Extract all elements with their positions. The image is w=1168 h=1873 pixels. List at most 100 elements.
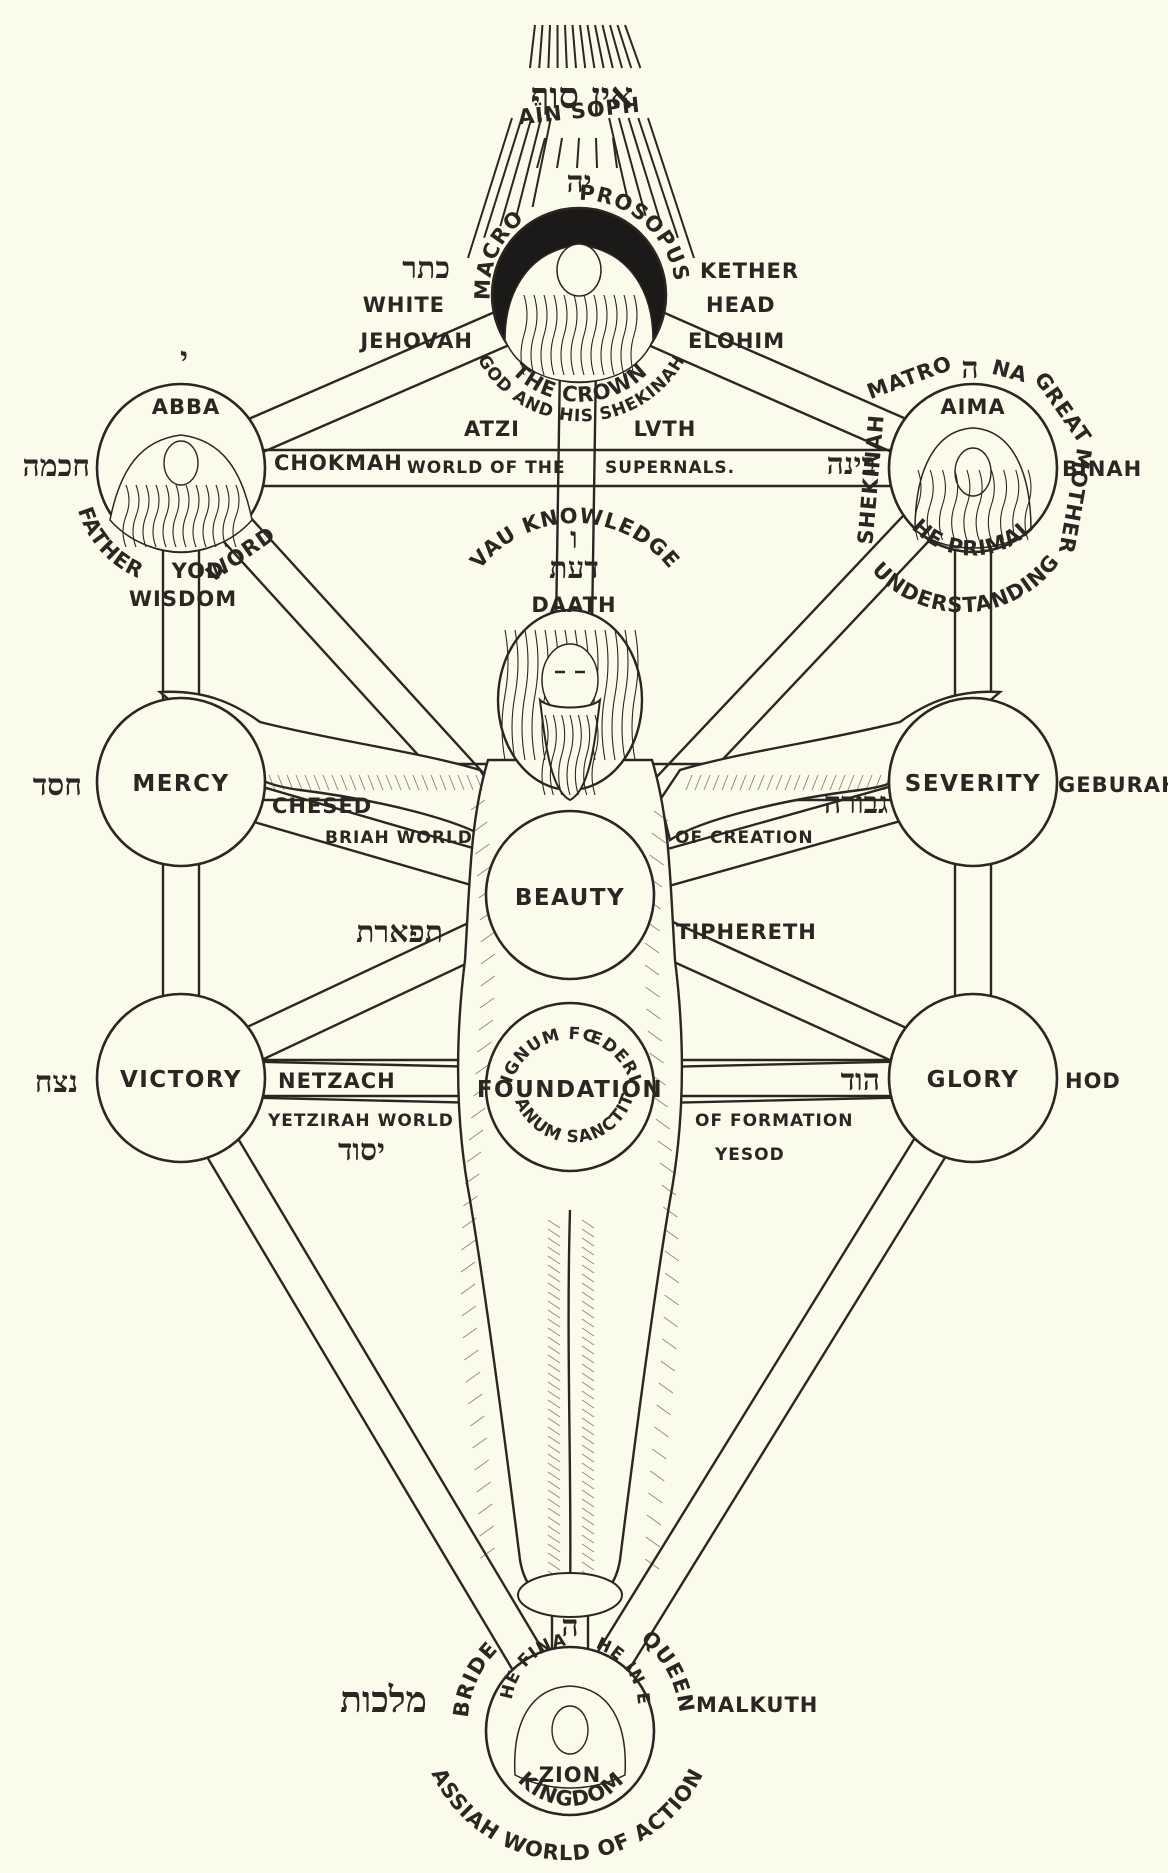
hatch-line xyxy=(439,774,447,791)
zion-label: ZION xyxy=(539,1763,601,1787)
foundation-label: FOUNDATION xyxy=(477,1077,663,1103)
briah-world-label: BRIAH WORLD xyxy=(325,828,473,848)
hatch-line xyxy=(470,799,486,811)
hatch-line xyxy=(461,1217,477,1229)
hatch-line xyxy=(304,774,312,791)
hatch-line xyxy=(829,774,837,791)
hatch-line xyxy=(480,1547,495,1559)
beard-stroke xyxy=(192,484,200,548)
hair-stroke xyxy=(951,469,959,541)
hatch-line xyxy=(581,1282,595,1292)
hatch-line xyxy=(581,1336,595,1346)
hatch-line xyxy=(581,1525,595,1535)
beard-stroke xyxy=(162,484,170,548)
hatch-line xyxy=(478,1503,493,1515)
macroprosopus-rays xyxy=(467,117,695,259)
daath-hebrew: דעת xyxy=(549,551,599,586)
hatch-line xyxy=(748,774,756,791)
hatch-line xyxy=(461,1239,476,1251)
hatch-line xyxy=(581,1264,595,1274)
hatch-line xyxy=(581,1399,595,1409)
abba-beard-strokes xyxy=(122,484,240,548)
ray-line xyxy=(529,24,536,69)
hair-stroke xyxy=(987,469,995,541)
netzach-circle xyxy=(95,992,267,1164)
hatch-line xyxy=(367,774,375,791)
hatch-line xyxy=(547,1372,561,1382)
ray-line xyxy=(515,117,543,216)
hatch-line xyxy=(474,1459,490,1471)
hatch-line xyxy=(654,1426,669,1438)
yod-hebrew: י xyxy=(180,341,188,376)
hatch-line xyxy=(694,774,702,791)
hair-stroke xyxy=(531,629,539,761)
hair-stroke xyxy=(1024,469,1032,541)
figure-feet xyxy=(517,1572,623,1618)
hair-stroke xyxy=(511,629,519,761)
hatch-line xyxy=(547,1498,561,1508)
path-line xyxy=(584,1086,990,1742)
hatch-line xyxy=(581,1489,595,1499)
hatch-line xyxy=(874,774,882,791)
victory-label: VICTORY xyxy=(120,1067,242,1093)
ray-line xyxy=(647,117,695,259)
hatch-line xyxy=(811,774,819,791)
hatch-line xyxy=(730,774,738,791)
ray-line xyxy=(616,24,633,69)
chokmah-hebrew: חכמה xyxy=(23,449,90,484)
mercy-label: MERCY xyxy=(132,771,229,797)
hatch-line xyxy=(547,1255,561,1265)
hatch-line xyxy=(313,774,321,791)
beard-stroke xyxy=(583,714,591,796)
of-creation-label: OF CREATION xyxy=(675,828,814,848)
hatch-line xyxy=(664,1272,680,1284)
beard-stroke xyxy=(182,484,190,548)
hatch-line xyxy=(547,1552,561,1562)
hatch-line xyxy=(581,1444,595,1454)
hatch-line xyxy=(581,1372,595,1382)
hatch-line xyxy=(412,774,420,791)
yesod-label: YESOD xyxy=(714,1145,785,1165)
white-label: WHITE xyxy=(363,293,445,317)
hatch-line xyxy=(653,810,669,822)
na-label: NA xyxy=(989,355,1030,387)
hatch-line xyxy=(581,1255,595,1265)
sephirah-binah xyxy=(887,382,1059,554)
hatch-line xyxy=(652,1448,667,1460)
ray-line xyxy=(571,24,577,69)
hatch-line xyxy=(476,1481,491,1493)
beard-stroke xyxy=(570,294,578,376)
hatch-line xyxy=(660,1360,676,1372)
hod-label: HOD xyxy=(1065,1069,1121,1093)
hatch-line xyxy=(581,1309,595,1319)
ray-line xyxy=(586,24,596,69)
aima-face xyxy=(954,447,992,497)
sephirah-kether xyxy=(490,206,668,384)
hatch-line xyxy=(663,1316,679,1328)
hatch-line xyxy=(856,774,864,791)
hatch-line xyxy=(802,774,810,791)
hatch-line xyxy=(547,1282,561,1292)
head-label: HEAD xyxy=(706,293,776,317)
hatch-line xyxy=(463,1195,478,1207)
beard-stroke xyxy=(132,484,140,548)
hatch-line xyxy=(547,1444,561,1454)
hatch-line xyxy=(462,1327,478,1339)
hatch-line xyxy=(286,774,294,791)
hatch-line xyxy=(581,1453,595,1463)
beard-stroke xyxy=(222,484,230,548)
sephirah-yesod xyxy=(484,1001,656,1173)
hatch-line xyxy=(648,1492,663,1504)
hatch-line xyxy=(547,1390,561,1400)
kether-face xyxy=(556,243,602,297)
hatch-line xyxy=(657,1140,673,1152)
beard-stroke xyxy=(566,714,574,796)
hatch-line xyxy=(581,1543,595,1553)
ray-line xyxy=(499,117,533,227)
hair-stroke xyxy=(631,629,639,761)
beard-stroke xyxy=(550,294,558,376)
hatch-line xyxy=(295,774,303,791)
ray-line xyxy=(637,117,679,239)
hatch-line xyxy=(663,1228,679,1240)
hatch-line xyxy=(664,1250,680,1262)
